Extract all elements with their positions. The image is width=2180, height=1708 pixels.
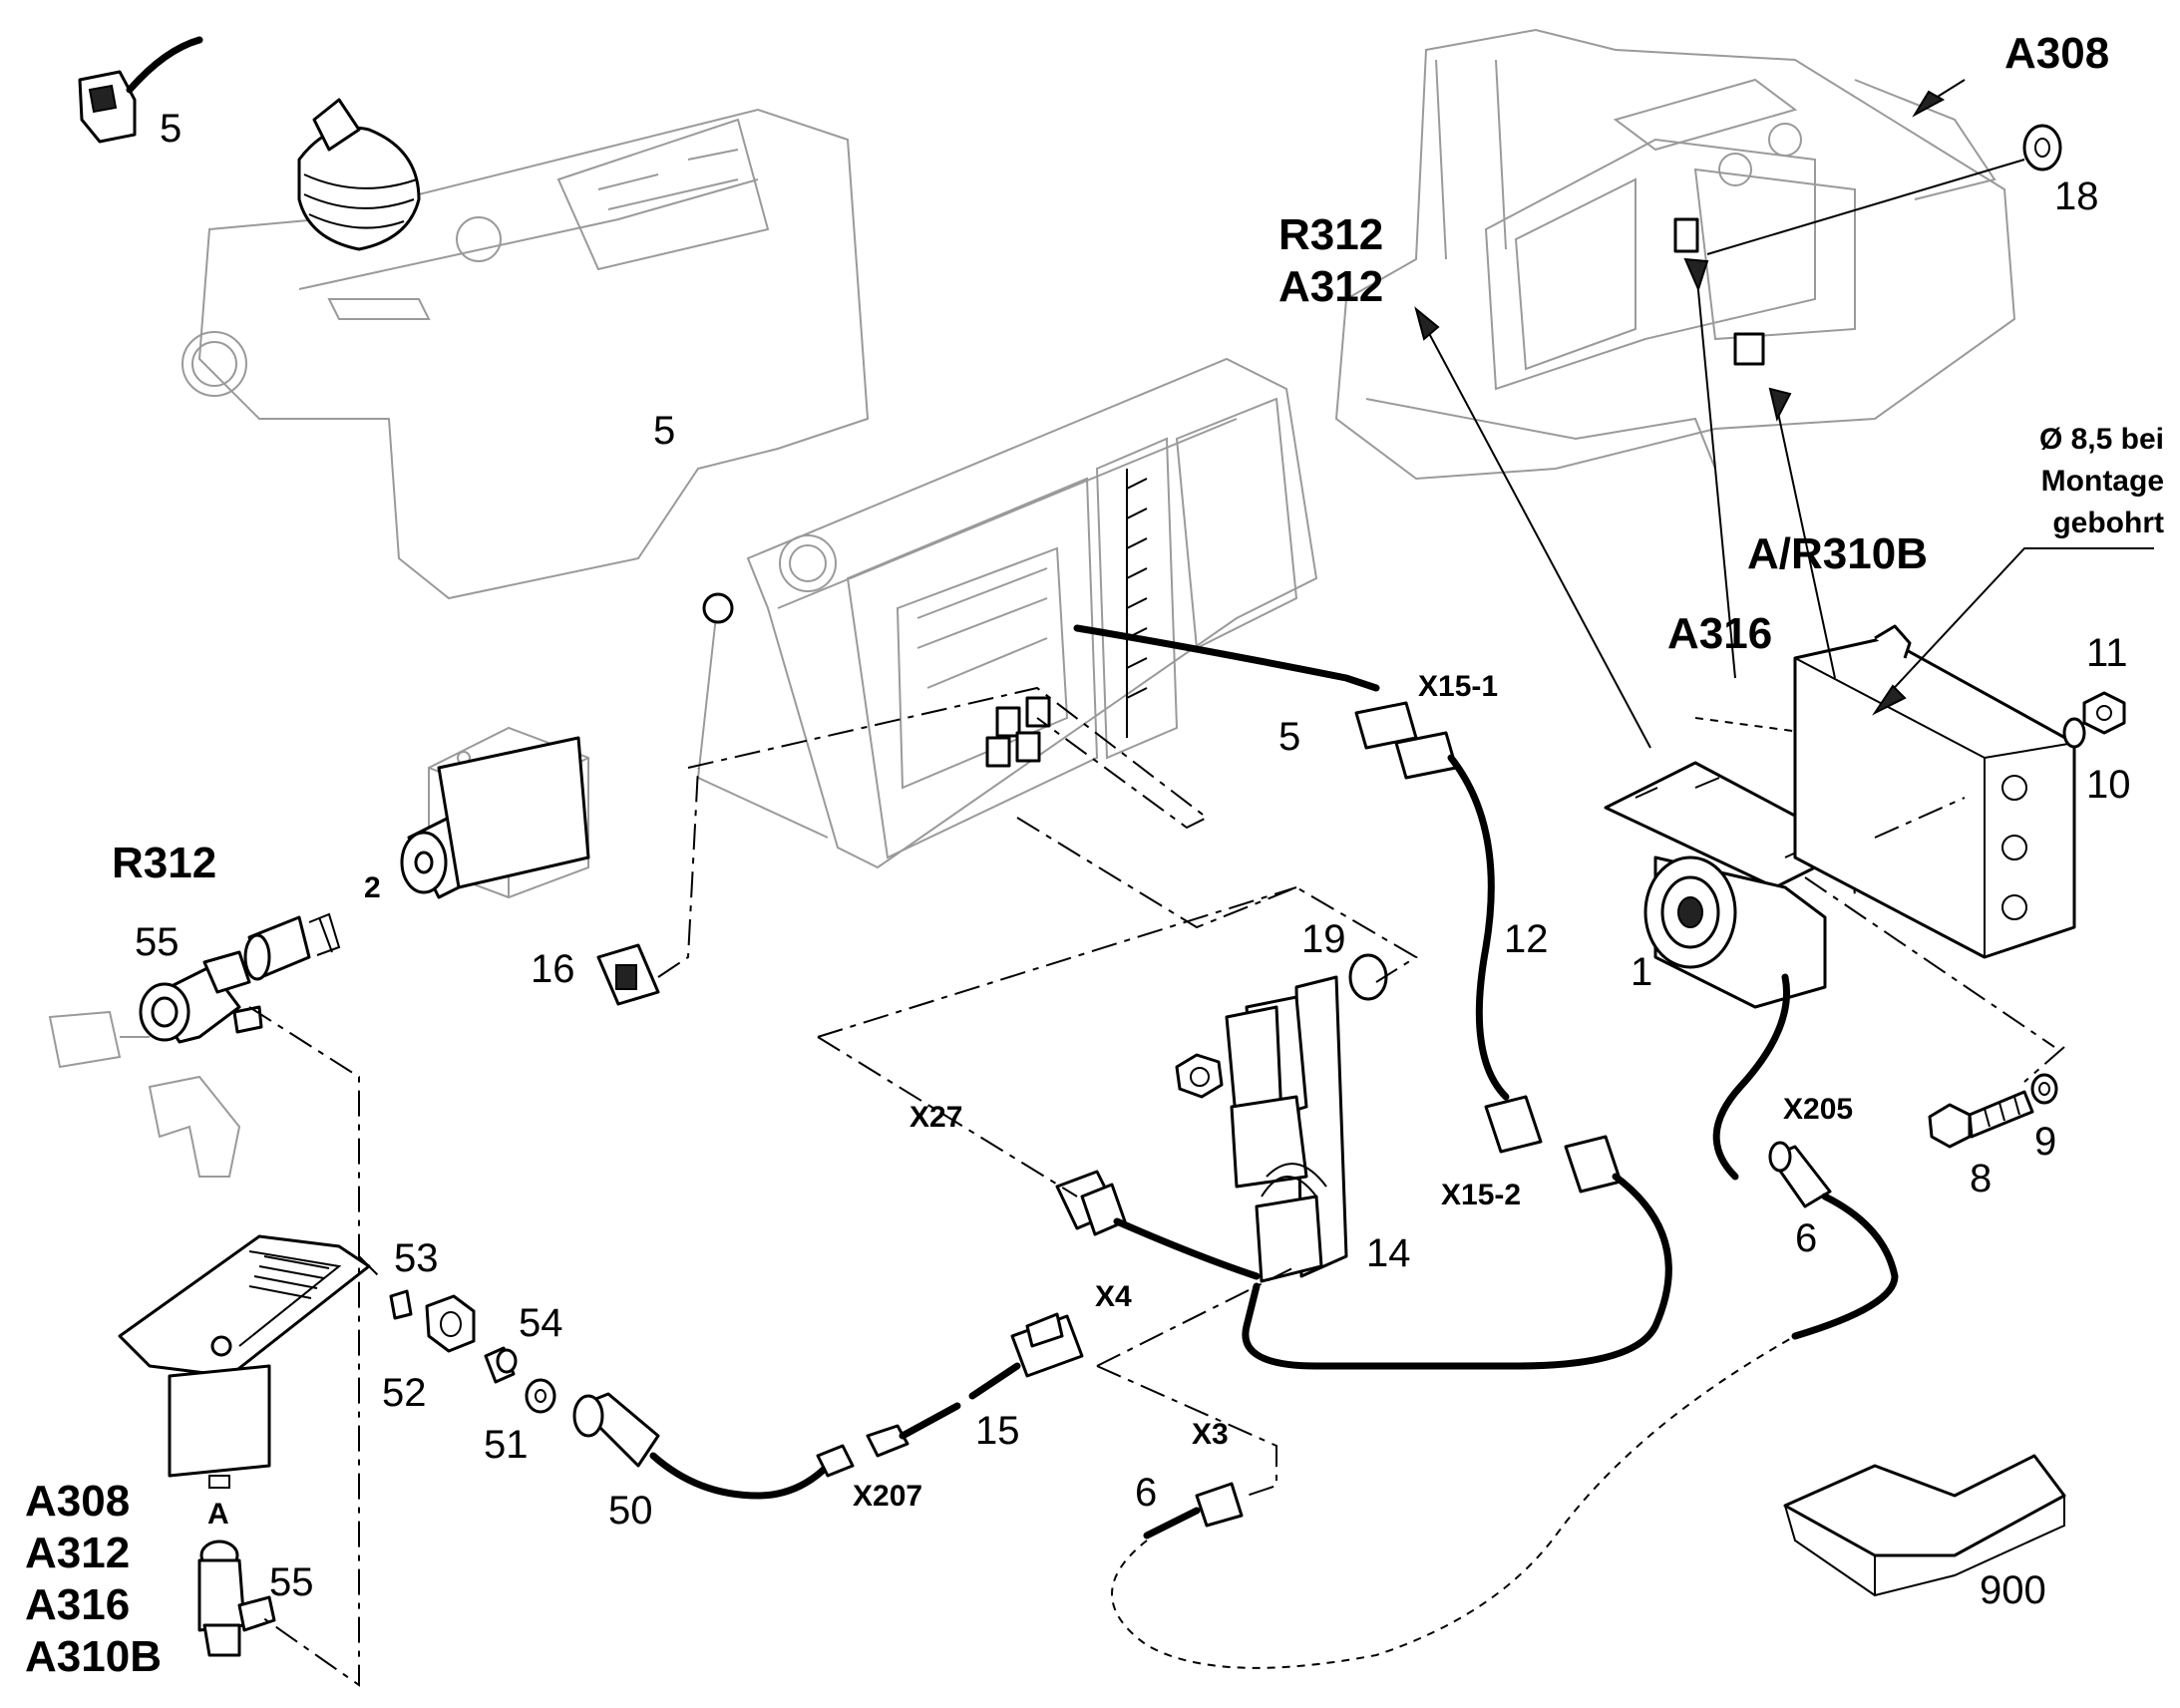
- label-1: 1: [1631, 950, 1652, 994]
- callout-ar310b: A/R310B: [1747, 529, 1928, 578]
- switch-part: [78, 36, 203, 144]
- label-55-bottom: 55: [269, 1560, 314, 1604]
- label-11: 11: [2086, 631, 2128, 675]
- label-18: 18: [2054, 174, 2099, 218]
- label-900: 900: [1980, 1568, 2046, 1612]
- code-x27: X27: [909, 1101, 962, 1134]
- dashboard-ghost: [182, 98, 870, 600]
- harness-15: [866, 1312, 1084, 1458]
- label-6-left: 6: [1135, 1471, 1157, 1515]
- plug-54: [484, 1346, 518, 1384]
- label-19: 19: [1301, 917, 1346, 961]
- label-10: 10: [2086, 763, 2131, 807]
- label-5-switch: 5: [160, 107, 182, 151]
- label-16: 16: [531, 947, 575, 991]
- bolt-8: [1928, 1090, 2034, 1149]
- code-x15-2: X15-2: [1441, 1179, 1521, 1211]
- label-6-right: 6: [1795, 1216, 1817, 1260]
- grommet-part: [596, 943, 660, 1006]
- label-54: 54: [519, 1301, 563, 1345]
- label-8: 8: [1970, 1157, 1992, 1200]
- label-50: 50: [608, 1489, 653, 1533]
- electronic-box: [1793, 624, 2076, 959]
- label-2: 2: [364, 871, 381, 904]
- variant-a308: A308: [25, 1477, 130, 1526]
- label-51: 51: [484, 1423, 529, 1467]
- washer-10: [2062, 717, 2086, 749]
- rubber-washer-18: [2022, 124, 2062, 171]
- leaders: [1414, 79, 2154, 749]
- variant-a316: A316: [25, 1580, 130, 1629]
- label-r312-left: R312: [112, 839, 216, 887]
- note-line-1: Ø 8,5 bei: [2039, 423, 2164, 456]
- frame-ghost: [1334, 28, 2016, 481]
- callout-a308-top: A308: [2004, 29, 2109, 78]
- sensor-6-right: [1768, 1141, 1899, 1340]
- harness-12: [1073, 624, 1672, 1370]
- callout-a312-right: A312: [1278, 262, 1383, 311]
- fitting-53: [389, 1289, 413, 1320]
- horn-part: [1604, 717, 1857, 1181]
- sensor-6-left: [1111, 1335, 1796, 1669]
- label-15: 15: [975, 1409, 1020, 1453]
- harness-x27: [1055, 1170, 1261, 1280]
- manual-book: [1783, 1454, 2066, 1597]
- callout-r312-right: R312: [1278, 210, 1383, 259]
- label-5-connector: 5: [1278, 715, 1300, 759]
- pedal-part: [118, 1234, 371, 1489]
- note-line-3: gebohrt: [2052, 507, 2164, 539]
- washer-9: [2030, 1073, 2058, 1105]
- label-9: 9: [2034, 1120, 2056, 1164]
- label-12: 12: [1504, 917, 1549, 961]
- code-x207: X207: [853, 1480, 922, 1513]
- code-x3: X3: [1192, 1418, 1229, 1451]
- label-5-cable: 5: [653, 409, 675, 453]
- assembly-lines: [248, 686, 2065, 1687]
- valve-stem-part: [400, 736, 590, 899]
- callout-a316-right: A316: [1667, 609, 1772, 658]
- relay-board-part: [1175, 953, 1388, 1283]
- label-53: 53: [394, 1236, 439, 1280]
- note-line-2: Montage: [2041, 465, 2164, 498]
- tee-fitting-top: [139, 950, 263, 1044]
- control-unit-ghost: [696, 357, 1318, 869]
- label-52: 52: [382, 1371, 427, 1415]
- tee-fitting-bottom: [197, 1539, 276, 1657]
- washer-51: [525, 1378, 556, 1414]
- pressure-sensor-50: [572, 1392, 855, 1500]
- code-x15-1: X15-1: [1418, 670, 1498, 703]
- code-x4: X4: [1095, 1280, 1132, 1313]
- nut-11: [2082, 691, 2126, 735]
- code-x205: X205: [1783, 1093, 1853, 1126]
- variant-a310b: A310B: [25, 1632, 162, 1681]
- nut-52: [425, 1294, 476, 1353]
- label-port-a: A: [207, 1498, 229, 1531]
- variant-a312: A312: [25, 1529, 130, 1577]
- adaptor-fitting: [243, 912, 341, 981]
- label-55-top: 55: [135, 920, 180, 964]
- aux-fittings-ghost: [48, 1010, 241, 1178]
- label-14: 14: [1366, 1231, 1411, 1275]
